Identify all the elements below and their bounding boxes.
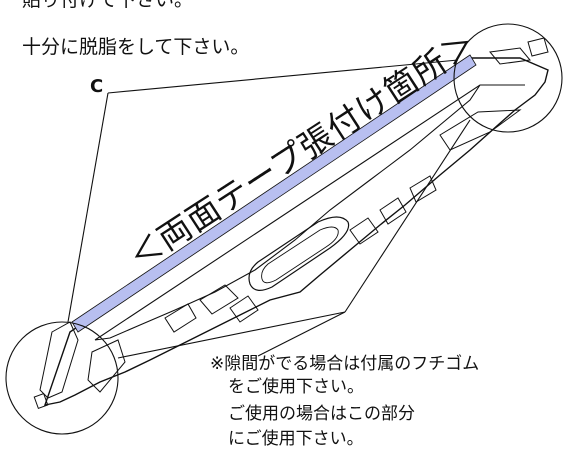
- detail-circle-left: [5, 321, 119, 435]
- bumper-inner-edge: [94, 84, 525, 341]
- center-recess-inner: [261, 226, 339, 284]
- note-leaders: [117, 119, 471, 359]
- instruction-line-attach: 貼り付けて下さい。: [22, 0, 194, 11]
- detail-circle-right: [453, 23, 563, 133]
- note-line-3: ご使用の場合はこの部分: [228, 404, 415, 424]
- bumper-outline: [43, 57, 549, 406]
- note-line-1: ※隙間がでる場合は付属のフチゴム: [210, 354, 480, 374]
- instruction-line-degrease: 十分に脱脂をして下さい。: [22, 36, 250, 58]
- callout-letter-c: C: [90, 76, 104, 97]
- tape-band: [71, 54, 477, 333]
- left-end-detail: [33, 321, 126, 409]
- note-line-2: をご使用下さい。: [228, 377, 364, 397]
- note-line-4: にご使用下さい。: [228, 429, 364, 449]
- callout-c-leaders: [67, 59, 459, 323]
- center-recess: [248, 216, 350, 291]
- bumper-ribs: [164, 109, 522, 333]
- right-end-clip: [489, 37, 549, 65]
